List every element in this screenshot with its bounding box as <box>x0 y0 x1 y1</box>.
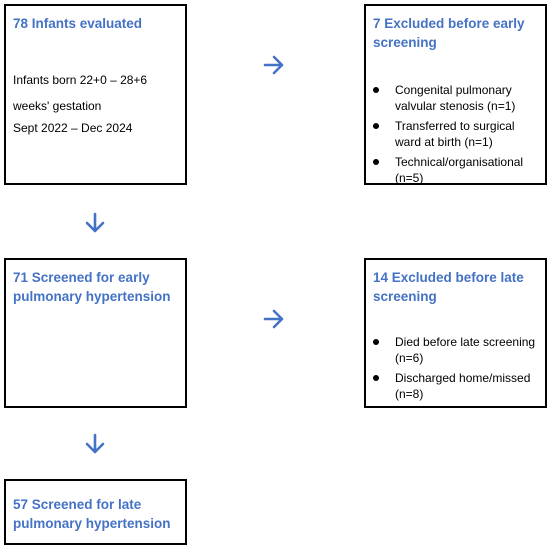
list-item-text: (n=5) <box>395 171 424 185</box>
arrow-down-icon <box>85 433 105 455</box>
list-item-text: ward at birth (n=1) <box>395 135 493 149</box>
box-title-line: 14 Excluded before late <box>373 270 524 285</box>
box-title-line: pulmonary hypertension <box>13 289 171 304</box>
box-title-line: screening <box>373 289 437 304</box>
box-title-line: pulmonary hypertension <box>13 516 171 531</box>
list-item: Died before late screening (n=6) <box>366 334 541 366</box>
bullet-icon <box>373 123 379 129</box>
arrow-right-icon <box>263 309 285 329</box>
box-screened-early-ph: 71 Screened for early pulmonary hyperten… <box>4 258 187 408</box>
box-excluded-before-early-screening: 7 Excluded before early screening Congen… <box>364 4 547 185</box>
list-item: Transferred to surgical ward at birth (n… <box>366 118 541 150</box>
box-title: 71 Screened for early pulmonary hyperten… <box>13 268 179 306</box>
box-title: 7 Excluded before early screening <box>373 14 539 52</box>
list-item-text: Transferred to surgical <box>395 119 515 133</box>
box-title-line: 71 Screened for early <box>13 270 150 285</box>
list-item-text: Congenital pulmonary <box>395 83 512 97</box>
arrow-right-icon <box>263 55 285 75</box>
exclusion-list: Died before late screening (n=6) Dischar… <box>366 334 541 406</box>
bullet-icon <box>373 339 379 345</box>
list-item: Discharged home/missed (n=8) <box>366 370 541 402</box>
list-item-text: Died before late screening <box>395 335 536 349</box>
bullet-icon <box>373 87 379 93</box>
list-item-text: valvular stenosis (n=1) <box>395 99 516 113</box>
list-item: Congenital pulmonary valvular stenosis (… <box>366 82 541 114</box>
box-title-line: screening <box>373 35 437 50</box>
exclusion-list: Congenital pulmonary valvular stenosis (… <box>366 82 541 190</box>
list-item-text: Discharged home/missed <box>395 371 531 385</box>
box-screened-late-ph: 57 Screened for late pulmonary hypertens… <box>4 479 187 545</box>
box-infants-evaluated: 78 Infants evaluated Infants born 22+0 –… <box>4 4 187 185</box>
box-title: 57 Screened for late pulmonary hypertens… <box>13 495 179 533</box>
arrow-down-icon <box>85 212 105 234</box>
bullet-icon <box>373 159 379 165</box>
eligibility-period: Sept 2022 – Dec 2024 <box>13 121 133 135</box>
list-item-text: (n=8) <box>395 387 424 401</box>
bullet-icon <box>373 375 379 381</box>
list-item-text: Technical/organisational <box>395 155 524 169</box>
box-title-line: 57 Screened for late <box>13 497 142 512</box>
box-title: 14 Excluded before late screening <box>373 268 539 306</box>
box-title-line: 7 Excluded before early <box>373 16 525 31</box>
box-excluded-before-late-screening: 14 Excluded before late screening Died b… <box>364 258 547 408</box>
eligibility-gestation-cont: weeks' gestation <box>13 99 102 113</box>
eligibility-gestation: Infants born 22+0 – 28+6 <box>13 73 148 87</box>
list-item-text: (n=6) <box>395 351 424 365</box>
list-item: Technical/organisational (n=5) <box>366 154 541 186</box>
box-title: 78 Infants evaluated <box>13 16 143 31</box>
